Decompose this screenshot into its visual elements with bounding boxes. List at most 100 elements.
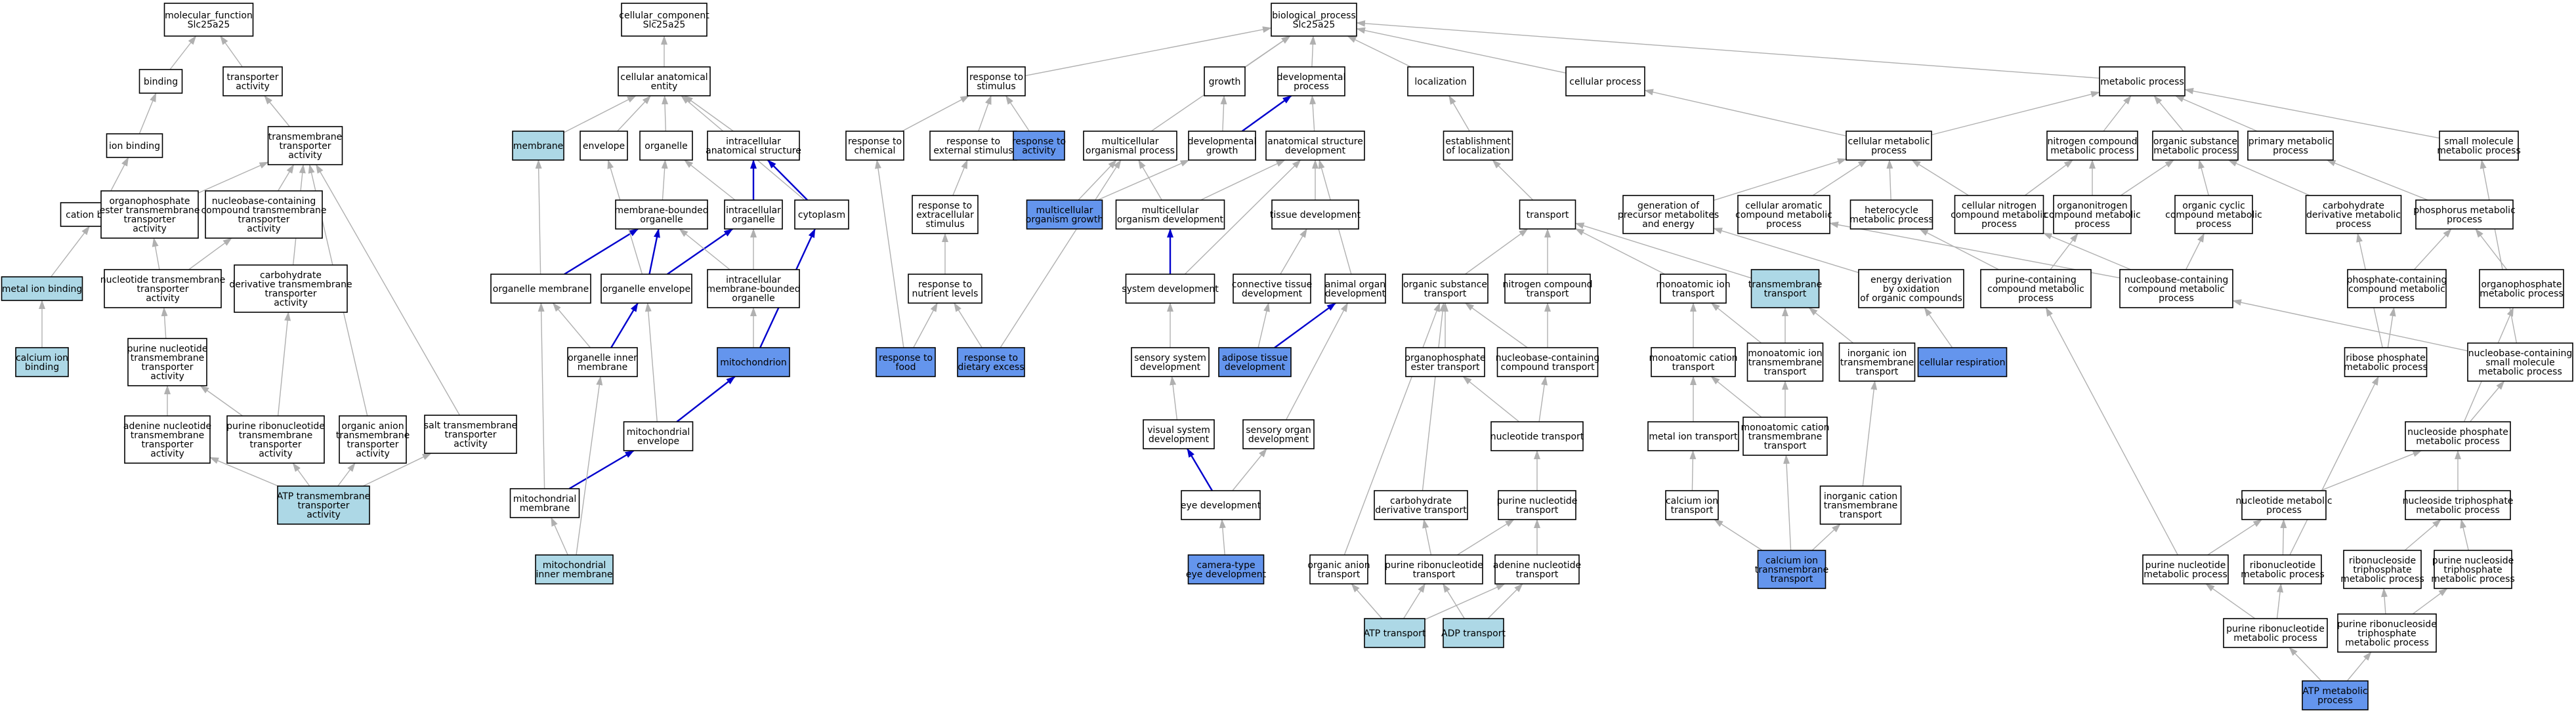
go-term-box[interactable] [1838, 342, 1916, 382]
go-term-box[interactable] [1954, 195, 2044, 234]
go-term-box[interactable] [1204, 66, 1246, 96]
go-term-cellular-process[interactable]: cellular process [1565, 66, 1645, 96]
go-term-box[interactable] [127, 338, 207, 386]
go-term-box[interactable] [1519, 199, 1576, 230]
go-term-box[interactable] [912, 195, 979, 234]
go-term-box[interactable] [339, 415, 407, 464]
go-term-box[interactable] [1324, 274, 1386, 304]
go-term-box[interactable] [1233, 274, 1311, 304]
go-term-box[interactable] [724, 199, 783, 230]
go-term-box[interactable] [1, 276, 83, 301]
go-term-box[interactable] [222, 66, 283, 96]
go-term-box[interactable] [2405, 421, 2511, 451]
go-term-box[interactable] [163, 3, 254, 37]
go-term-box[interactable] [512, 131, 564, 161]
go-term-box[interactable] [1742, 417, 1828, 456]
go-term-box[interactable] [1622, 195, 1714, 234]
go-term-box[interactable] [1265, 131, 1365, 161]
go-term-box[interactable] [205, 190, 323, 239]
go-term-box[interactable] [580, 131, 628, 161]
go-term-box[interactable] [1083, 131, 1177, 161]
go-term-organelle-membrane[interactable]: organelle membrane [490, 274, 591, 304]
go-term-box[interactable] [424, 415, 517, 454]
go-term-box[interactable] [104, 269, 222, 308]
go-term-box[interactable] [226, 415, 325, 464]
go-term-box[interactable] [509, 488, 580, 518]
go-term-system-dev[interactable]: system development [1122, 274, 1219, 304]
go-term-localization[interactable]: localization [1407, 66, 1474, 96]
go-term-nucleotide-tm[interactable]: nucleotide transmembranetransporteractiv… [100, 269, 225, 308]
go-term-box[interactable] [623, 421, 694, 451]
go-term-purine-ribonucleoside-triphos-metab[interactable]: purine ribonucleosidetriphosphatemetabol… [2337, 613, 2437, 653]
go-term-box[interactable] [1737, 195, 1830, 234]
go-term-box[interactable] [567, 347, 638, 377]
go-term-box[interactable] [1131, 347, 1210, 377]
go-term-organelle-envelope[interactable]: organelle envelope [601, 274, 692, 304]
go-term-cell-resp[interactable]: cellular respiration [1917, 347, 2008, 377]
go-term-box[interactable] [2142, 554, 2229, 584]
go-term-box[interactable] [1242, 419, 1315, 449]
go-term-box[interactable] [1181, 490, 1261, 520]
go-term-box[interactable] [1849, 199, 1933, 230]
go-term-box[interactable] [794, 199, 849, 230]
go-term-box[interactable] [100, 190, 199, 239]
go-term-box[interactable] [535, 554, 614, 584]
go-term-box[interactable] [490, 274, 591, 304]
go-term-binding[interactable]: binding [138, 69, 183, 94]
go-term-box[interactable] [717, 347, 790, 377]
go-term-box[interactable] [1115, 199, 1225, 230]
go-term-box[interactable] [2119, 269, 2233, 308]
go-term-box[interactable] [1271, 3, 1357, 37]
go-term-box[interactable] [1026, 199, 1103, 230]
go-term-adenine-nt-tm[interactable]: adenine nucleotidetransmembranetransport… [123, 415, 211, 464]
go-term-box[interactable] [277, 485, 370, 525]
go-term-box[interactable] [2053, 195, 2132, 234]
go-term-box[interactable] [1665, 490, 1719, 520]
go-term-box[interactable] [1405, 347, 1485, 377]
go-term-box[interactable] [1819, 485, 1902, 525]
go-term-box[interactable] [621, 3, 707, 37]
go-term-box[interactable] [1271, 199, 1359, 230]
go-term-box[interactable] [2467, 342, 2573, 382]
go-term-box[interactable] [639, 131, 693, 161]
go-term-box[interactable] [2344, 347, 2428, 377]
go-term-box[interactable] [2347, 269, 2447, 308]
go-term-box[interactable] [138, 69, 183, 94]
go-term-box[interactable] [2415, 199, 2514, 230]
go-term-ion-binding[interactable]: ion binding [106, 133, 163, 158]
